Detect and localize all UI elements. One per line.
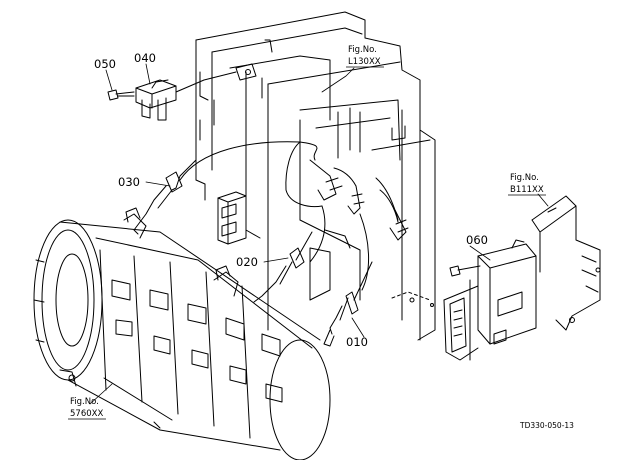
figure-references: Fig.No. L130XX Fig.No. B111XX Fig.No. 57… bbox=[68, 45, 546, 420]
fig-ref-l130-line2: L130XX bbox=[348, 57, 381, 67]
fig-ref-l130-line1: Fig.No. bbox=[348, 45, 377, 55]
sensor-010 bbox=[323, 261, 373, 347]
leader-lines bbox=[89, 63, 549, 405]
callout-060: 060 bbox=[466, 233, 488, 247]
fig-ref-b111-line1: Fig.No. bbox=[510, 173, 539, 183]
mounting-bracket bbox=[531, 195, 601, 331]
frame-bracket bbox=[195, 11, 436, 341]
callout-010: 010 bbox=[346, 335, 368, 349]
callout-050: 050 bbox=[94, 57, 116, 71]
part-callouts: 050 040 030 020 010 060 bbox=[94, 51, 488, 349]
fig-ref-5760-line1: Fig.No. bbox=[70, 397, 99, 407]
dpf-muffler bbox=[33, 207, 331, 461]
fig-ref-5760-line2: 5760XX bbox=[70, 409, 103, 419]
callout-030: 030 bbox=[118, 175, 140, 189]
pressure-sensor-040 bbox=[135, 63, 257, 121]
fig-ref-b111-line2: B111XX bbox=[510, 185, 544, 195]
drawing-code: TD330-050-13 bbox=[519, 421, 574, 430]
bolt-050 bbox=[107, 89, 135, 101]
callout-020: 020 bbox=[236, 255, 258, 269]
controller-060 bbox=[443, 239, 537, 361]
sensor-harness bbox=[179, 141, 409, 291]
sensor-020 bbox=[253, 231, 313, 303]
sensor-030 bbox=[133, 159, 197, 235]
callout-040: 040 bbox=[134, 51, 156, 65]
